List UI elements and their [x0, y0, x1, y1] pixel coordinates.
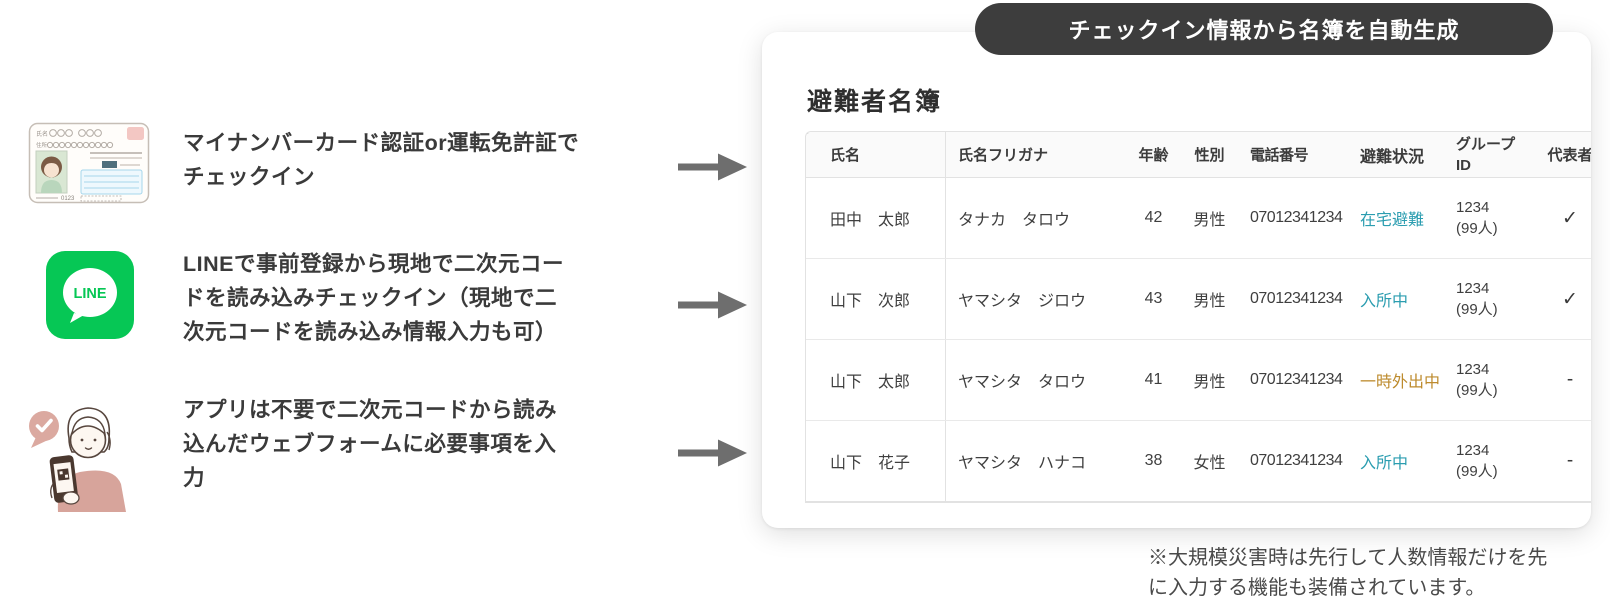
status-link[interactable]: 入所中 [1360, 293, 1409, 310]
table-header-row: 氏名 氏名フリガナ 年齢 性別 電話番号 避難状況 グループ ID 代表者 [806, 132, 1591, 178]
cell-gender: 女性 [1193, 455, 1226, 472]
cell-group-id: 1234 (99人) [1456, 442, 1498, 480]
evacuee-table: 氏名 氏名フリガナ 年齢 性別 電話番号 避難状況 グループ ID 代表者 田中… [805, 131, 1591, 503]
evacuee-roster-panel: 避難者名簿 氏名 氏名フリガナ 年齢 性別 電話番号 避難状況 グループ ID … [762, 32, 1591, 528]
page-title: 避難者名簿 [807, 88, 943, 116]
representative-check: - [1566, 450, 1574, 471]
cell-age: 38 [1144, 452, 1163, 469]
footnote: ※大規模災害時は先行して人数情報だけを先 に入力する機能も装備されています。 [1148, 547, 1548, 599]
table-row: 田中 太郎 タナカ タロウ 42 男性 07012341234 在宅避難 123… [806, 178, 1591, 259]
status-link[interactable]: 入所中 [1360, 455, 1409, 472]
cell-phone: 07012341234 [1250, 371, 1343, 388]
auto-generate-badge-label: チェックイン情報から名簿を自動生成 [1068, 18, 1460, 43]
col-header-representative: 代表者 [1547, 147, 1591, 164]
arrow-right-icon [678, 290, 748, 320]
auto-generate-badge: チェックイン情報から名簿を自動生成 [975, 3, 1553, 55]
table-row: 山下 花子 ヤマシタ ハナコ 38 女性 07012341234 入所中 123… [806, 421, 1591, 502]
svg-text:氏名: 氏名 [36, 130, 48, 138]
table-row: 山下 太郎 ヤマシタ タロウ 41 男性 07012341234 一時外出中 1… [806, 340, 1591, 421]
cell-furigana: ヤマシタ ハナコ [958, 455, 1087, 472]
col-header-name: 氏名 [806, 132, 946, 177]
cell-name: 田中 太郎 [806, 178, 946, 258]
representative-check: - [1566, 369, 1574, 390]
col-header-group-id: グループ ID [1456, 135, 1516, 174]
col-header-gender: 性別 [1194, 147, 1225, 164]
cell-name: 山下 次郎 [806, 259, 946, 339]
status-link[interactable]: 在宅避難 [1360, 212, 1425, 229]
cell-age: 43 [1144, 290, 1163, 307]
mynumber-card-icon: 氏名 住所 0123 [28, 122, 150, 209]
cell-phone: 07012341234 [1250, 290, 1343, 307]
cell-name: 山下 太郎 [806, 340, 946, 420]
arrow-right-icon [678, 152, 748, 182]
step3-description: アプリは不要で二次元コードから読み 込んだウェブフォームに必要事項を入 力 [183, 398, 558, 490]
cell-furigana: タナカ タロウ [958, 212, 1071, 229]
cell-name: 山下 花子 [806, 421, 946, 501]
col-header-furigana: 氏名フリガナ [958, 147, 1049, 164]
representative-check: ✓ [1562, 207, 1578, 229]
cell-gender: 男性 [1193, 374, 1226, 391]
col-header-age: 年齢 [1138, 147, 1169, 164]
cell-phone: 07012341234 [1250, 452, 1343, 469]
cell-group-id: 1234 (99人) [1456, 361, 1498, 399]
representative-check: ✓ [1562, 288, 1578, 310]
step1-description: マイナンバーカード認証or運転免許証で チェックイン [183, 131, 580, 189]
svg-text:0123: 0123 [61, 196, 75, 202]
cell-age: 41 [1144, 371, 1163, 388]
line-logo-text: LINE [73, 286, 106, 302]
line-icon: LINE [46, 251, 134, 344]
cell-gender: 男性 [1193, 212, 1226, 229]
table-row: 山下 次郎 ヤマシタ ジロウ 43 男性 07012341234 入所中 123… [806, 259, 1591, 340]
cell-age: 42 [1144, 209, 1163, 226]
cell-group-id: 1234 (99人) [1456, 199, 1498, 237]
cell-group-id: 1234 (99人) [1456, 280, 1498, 318]
webform-person-icon [22, 382, 142, 517]
svg-text:住所: 住所 [36, 141, 48, 149]
col-header-phone: 電話番号 [1250, 147, 1309, 164]
step2-description: LINEで事前登録から現地で二次元コー ドを読み込みチェックイン（現地で二 次元… [183, 252, 564, 344]
cell-furigana: ヤマシタ タロウ [958, 374, 1087, 391]
cell-gender: 男性 [1193, 293, 1226, 310]
cell-furigana: ヤマシタ ジロウ [958, 293, 1087, 310]
cell-phone: 07012341234 [1250, 209, 1343, 226]
col-header-status: 避難状況 [1360, 148, 1425, 166]
status-link[interactable]: 一時外出中 [1360, 374, 1441, 391]
arrow-right-icon [678, 438, 748, 468]
